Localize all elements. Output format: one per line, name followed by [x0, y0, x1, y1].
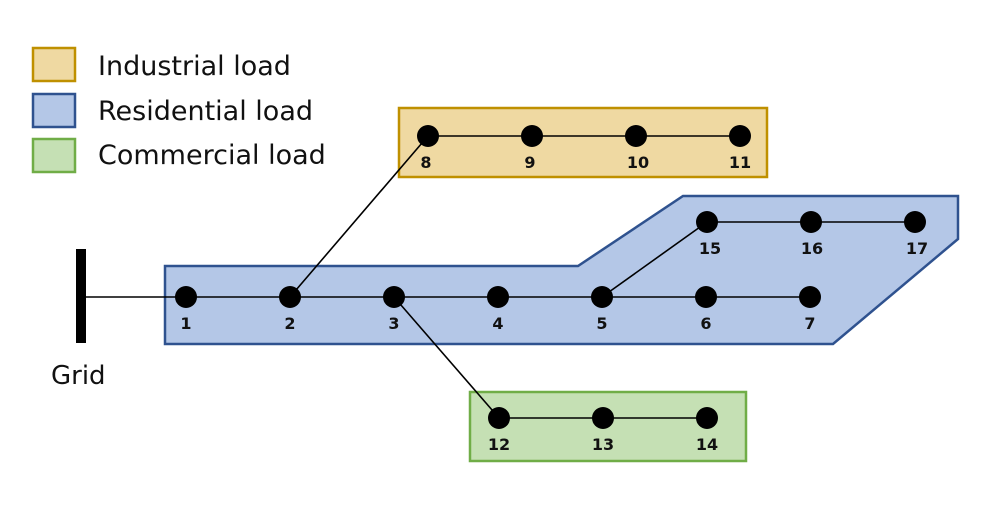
bus-node-9: [521, 125, 543, 147]
legend-swatch-industrial: [31, 46, 77, 83]
bus-node-4: [487, 286, 509, 308]
legend-label-commercial: Commercial load: [98, 140, 326, 171]
bus-node-label-1: 1: [180, 314, 191, 333]
residential-zone: [163, 194, 960, 346]
grid-label: Grid: [51, 361, 106, 391]
grid-bus-bar: [76, 249, 86, 343]
bus-node-label-2: 2: [284, 314, 295, 333]
legend-swatch-commercial: [31, 137, 77, 174]
bus-node-14: [696, 407, 718, 429]
bus-node-label-12: 12: [488, 435, 510, 454]
legend-label-residential: Residential load: [98, 96, 313, 127]
connection-lines: [86, 135, 915, 419]
bus-node-17: [904, 211, 926, 233]
bus-node-label-6: 6: [700, 314, 711, 333]
bus-node-7: [799, 286, 821, 308]
bus-node-label-7: 7: [804, 314, 815, 333]
bus-node-label-11: 11: [729, 153, 751, 172]
industrial-zone: [397, 106, 769, 179]
legend: Industrial load Residential load Commerc…: [31, 46, 326, 174]
bus-node-10: [625, 125, 647, 147]
bus-node-label-5: 5: [596, 314, 607, 333]
line-2-8: [289, 135, 429, 298]
bus-node-16: [800, 211, 822, 233]
bus-node-13: [592, 407, 614, 429]
bus-node-2: [279, 286, 301, 308]
bus-node-label-3: 3: [388, 314, 399, 333]
bus-node-label-9: 9: [524, 153, 535, 172]
bus-node-1: [175, 286, 197, 308]
bus-node-3: [383, 286, 405, 308]
bus-node-label-17: 17: [906, 239, 928, 258]
legend-swatch-residential: [31, 92, 77, 129]
bus-node-11: [729, 125, 751, 147]
bus-node-label-10: 10: [627, 153, 649, 172]
bus-node-label-13: 13: [592, 435, 614, 454]
bus-node-label-16: 16: [801, 239, 823, 258]
line-5-15: [601, 221, 708, 298]
bus-node-label-15: 15: [699, 239, 721, 258]
legend-label-industrial: Industrial load: [98, 51, 291, 82]
bus-node-label-4: 4: [492, 314, 503, 333]
line-3-12: [393, 296, 500, 419]
bus-node-label-14: 14: [696, 435, 718, 454]
bus-node-12: [488, 407, 510, 429]
bus-node-6: [695, 286, 717, 308]
bus-node-5: [591, 286, 613, 308]
bus-node-8: [417, 125, 439, 147]
bus-node-label-8: 8: [420, 153, 431, 172]
bus-node-15: [696, 211, 718, 233]
